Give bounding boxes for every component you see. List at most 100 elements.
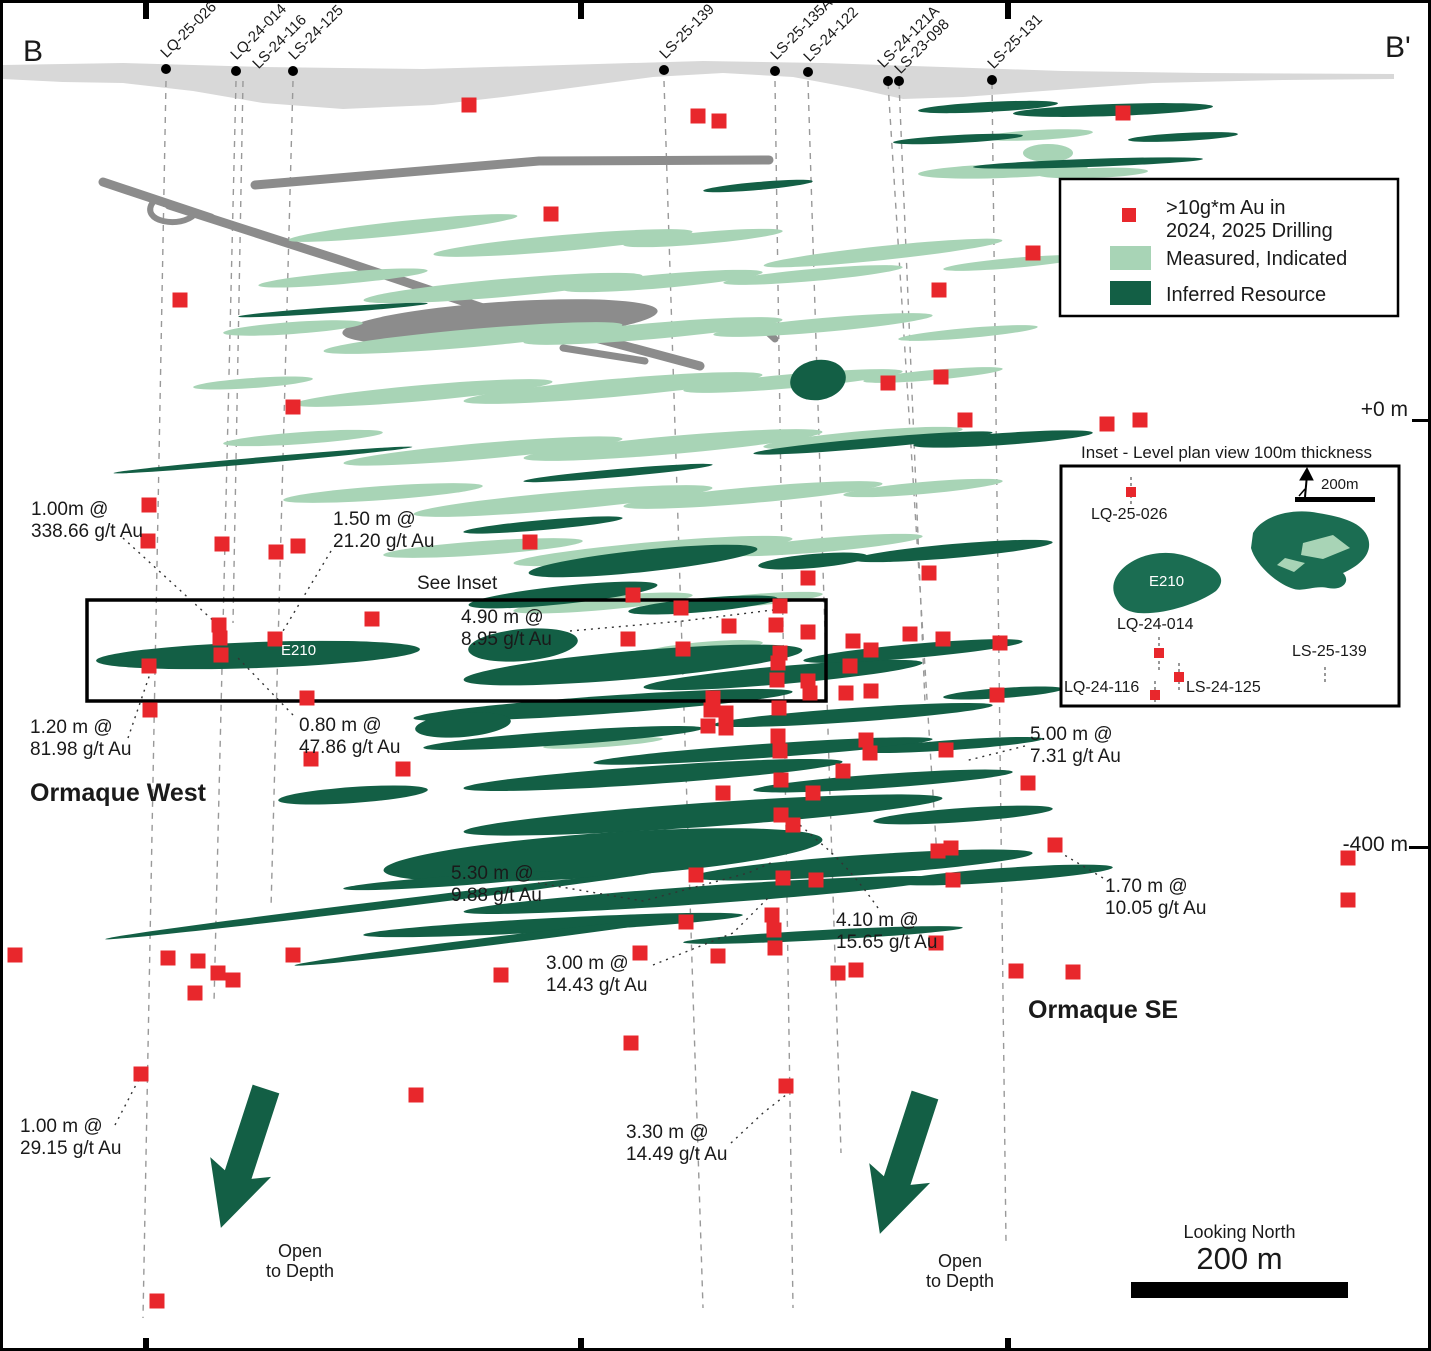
inset-intercept-marker (1126, 487, 1136, 497)
annotation-988: 5.30 m @9.88 g/t Au (451, 863, 542, 906)
gold-intercept-marker (902, 626, 918, 642)
gold-intercept-marker (1340, 892, 1356, 908)
surface-topography-band (3, 61, 1394, 109)
gold-intercept-marker (989, 687, 1005, 703)
gold-intercept-marker (842, 658, 858, 674)
gold-intercept-marker (1065, 964, 1081, 980)
gold-intercept-marker (1340, 850, 1356, 866)
section-label-b: B (23, 35, 44, 68)
legend-item-intercept-line1: >10g*m Au in (1166, 197, 1286, 219)
annotation-1449: 3.30 m @14.49 g/t Au (626, 1122, 728, 1165)
gold-intercept-marker (160, 950, 176, 966)
gold-intercept-marker (771, 700, 787, 716)
legend-swatch-measured (1110, 246, 1151, 270)
section-label-b-prime: B' (1385, 31, 1411, 64)
gold-intercept-marker (772, 598, 788, 614)
inset-panel (1059, 464, 1401, 708)
cross-section-canvas (3, 3, 1428, 1348)
gold-intercept-marker (805, 785, 821, 801)
gold-intercept-marker (721, 618, 737, 634)
gold-intercept-marker (935, 631, 951, 647)
annotation-1005: 1.70 m @10.05 g/t Au (1105, 876, 1207, 919)
gold-intercept-marker (862, 745, 878, 761)
annotation-895: 4.90 m @8.95 g/t Au (461, 607, 552, 650)
gold-intercept-marker (785, 817, 801, 833)
inset-label-ls-24-125: LS-24-125 (1186, 679, 1261, 696)
see-inset-box (85, 598, 828, 703)
inset-label-lq-24-014: LQ-24-014 (1117, 616, 1194, 633)
gold-intercept-marker (835, 763, 851, 779)
gold-intercept-marker (764, 907, 780, 923)
gold-intercept-marker (930, 843, 946, 859)
gold-intercept-marker (688, 867, 704, 883)
e210-label-main: E210 (281, 642, 317, 659)
legend-panel (1058, 177, 1400, 318)
inset-label-ls-25-139: LS-25-139 (1292, 643, 1367, 660)
gold-intercept-marker (773, 772, 789, 788)
legend-item-intercept-line2: 2024, 2025 Drilling (1166, 220, 1333, 242)
gold-intercept-marker (957, 412, 973, 428)
gold-intercept-marker (808, 872, 824, 888)
gold-intercept-marker (703, 702, 719, 718)
inset-e210-lens (1113, 552, 1222, 614)
gold-intercept-marker (700, 718, 716, 734)
gold-intercept-marker (830, 965, 846, 981)
annotation-2915: 1.00 m @29.15 g/t Au (20, 1116, 122, 1159)
gold-intercept-marker (133, 1066, 149, 1082)
elevation-tick-0m (1412, 419, 1428, 422)
gold-intercept-marker (461, 97, 477, 113)
inset-intercept-marker (1154, 648, 1164, 658)
annotation-4786: 0.80 m @47.86 g/t Au (299, 715, 401, 758)
inset-se-lens-measured-patch (1277, 558, 1305, 572)
gold-intercept-marker (395, 761, 411, 777)
gold-intercept-marker (933, 369, 949, 385)
legend-swatch-inferred (1110, 281, 1151, 305)
gold-intercept-marker (268, 544, 284, 560)
gold-intercept-marker (212, 630, 228, 646)
gold-intercept-marker (1020, 775, 1036, 791)
gold-intercept-marker (848, 962, 864, 978)
gold-intercept-marker (172, 292, 188, 308)
gold-intercept-marker (1132, 412, 1148, 428)
legend-item-measured: Measured, Indicated (1166, 248, 1348, 270)
gold-intercept-marker (690, 108, 706, 124)
legend-swatch-intercept (1122, 208, 1136, 222)
gold-intercept-marker (945, 872, 961, 888)
gold-intercept-marker (718, 720, 734, 736)
gold-intercept-marker (768, 617, 784, 633)
annotation-2120: 1.50 m @21.20 g/t Au (333, 509, 435, 552)
gold-intercept-marker (775, 870, 791, 886)
gold-intercept-marker (772, 743, 788, 759)
inset-label-e210: E210 (1149, 573, 1185, 590)
inset-label-lq-24-116: LQ-24-116 (1064, 679, 1140, 696)
inset-scale-label: 200m (1321, 476, 1359, 493)
annotation-731: 5.00 m @7.31 g/t Au (1030, 724, 1121, 767)
gold-intercept-marker (800, 673, 816, 689)
gold-intercept-marker (190, 953, 206, 969)
gold-intercept-marker (711, 113, 727, 129)
gold-intercept-marker (493, 967, 509, 983)
gold-intercept-marker (800, 570, 816, 586)
annotation-8198: 1.20 m @81.98 g/t Au (30, 717, 132, 760)
scale-bar-label: 200 m (1196, 1241, 1283, 1276)
gold-intercept-marker (802, 685, 818, 701)
main-scale-bar (1131, 1282, 1348, 1298)
gold-intercept-marker (364, 611, 380, 627)
gold-intercept-marker (767, 940, 783, 956)
inferred-resource-lenses (96, 100, 1238, 966)
gold-intercept-marker (718, 705, 734, 721)
gold-intercept-marker (290, 538, 306, 554)
gold-intercept-marker (141, 658, 157, 674)
gold-intercept-marker (625, 587, 641, 603)
gold-intercept-marker (863, 683, 879, 699)
zone-label-ormaque-west: Ormaque West (30, 779, 206, 807)
gold-intercept-marker (141, 497, 157, 513)
gold-intercept-marker (1047, 837, 1063, 853)
gold-intercept-marker (285, 399, 301, 415)
inset-title: Inset - Level plan view 100m thickness (1081, 443, 1373, 462)
inset-intercept-marker (1174, 672, 1184, 682)
gold-intercept-marker (705, 690, 721, 706)
gold-intercept-marker (187, 985, 203, 1001)
elevation-tick-400m (1409, 846, 1428, 849)
